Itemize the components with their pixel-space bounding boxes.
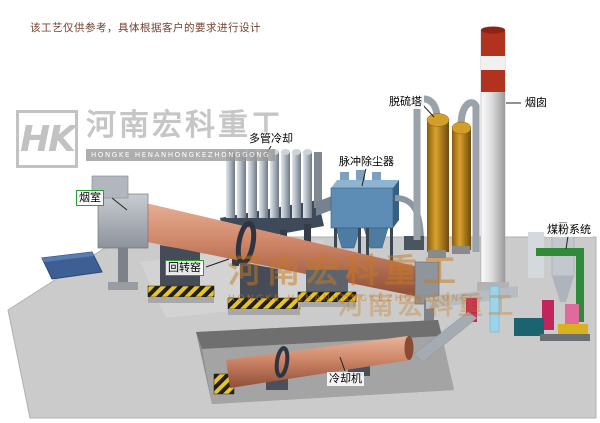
green-pipe-horizontal — [536, 248, 584, 256]
hazard-base — [147, 285, 215, 298]
cooling-machine-shell — [226, 336, 410, 388]
green-pipe-vertical — [576, 248, 584, 322]
tower-1 — [427, 120, 449, 252]
blue-pad — [41, 251, 103, 280]
label-smoke-chamber: 烟室 — [76, 190, 104, 206]
cooler-ring — [274, 346, 290, 378]
cooler-outlet-duct — [316, 196, 332, 216]
drive-unit — [306, 270, 348, 292]
flue-pipe — [457, 99, 480, 252]
cyclone-cone — [552, 276, 574, 302]
coal-powder-system — [426, 222, 590, 341]
pink-unit — [565, 304, 579, 324]
label-pulse-dust-collector: 脉冲除尘器 — [337, 155, 396, 169]
label-coal-powder-system: 煤粉系统 — [545, 223, 593, 237]
hazard-base — [227, 297, 301, 310]
teal-unit — [514, 318, 544, 336]
cooler-stack — [314, 152, 322, 208]
label-desulfurization-tower: 脱硫塔 — [387, 95, 424, 109]
label-multi-tube-cooler: 多管冷却 — [247, 132, 295, 146]
tower-2 — [452, 128, 471, 250]
disclaimer-note: 该工艺仅供参考，具体根据客户的要求进行设计 — [30, 22, 261, 34]
desulfurization-towers — [413, 95, 480, 258]
label-chimney: 烟囱 — [523, 96, 549, 110]
cooler-tubes — [226, 149, 312, 218]
kiln-bases — [147, 270, 357, 315]
magenta-duct — [466, 298, 477, 322]
yellow-unit — [558, 324, 588, 334]
label-cooling-machine: 冷却机 — [327, 372, 364, 386]
chimney — [477, 26, 509, 291]
cooling-machine-trench — [196, 311, 478, 404]
smoke-chamber — [91, 175, 149, 290]
girth-ring — [235, 220, 257, 266]
chimney-red-band — [481, 30, 505, 56]
blue-pipe — [489, 285, 500, 333]
conveyor-incline — [413, 311, 478, 363]
chimney-red-band — [481, 70, 505, 92]
magenta-column — [542, 300, 554, 330]
pulse-dust-collector — [330, 170, 424, 264]
hopper — [335, 227, 361, 249]
hazard-base — [297, 291, 357, 303]
label-rotary-kiln: 回转窑 — [165, 260, 204, 276]
